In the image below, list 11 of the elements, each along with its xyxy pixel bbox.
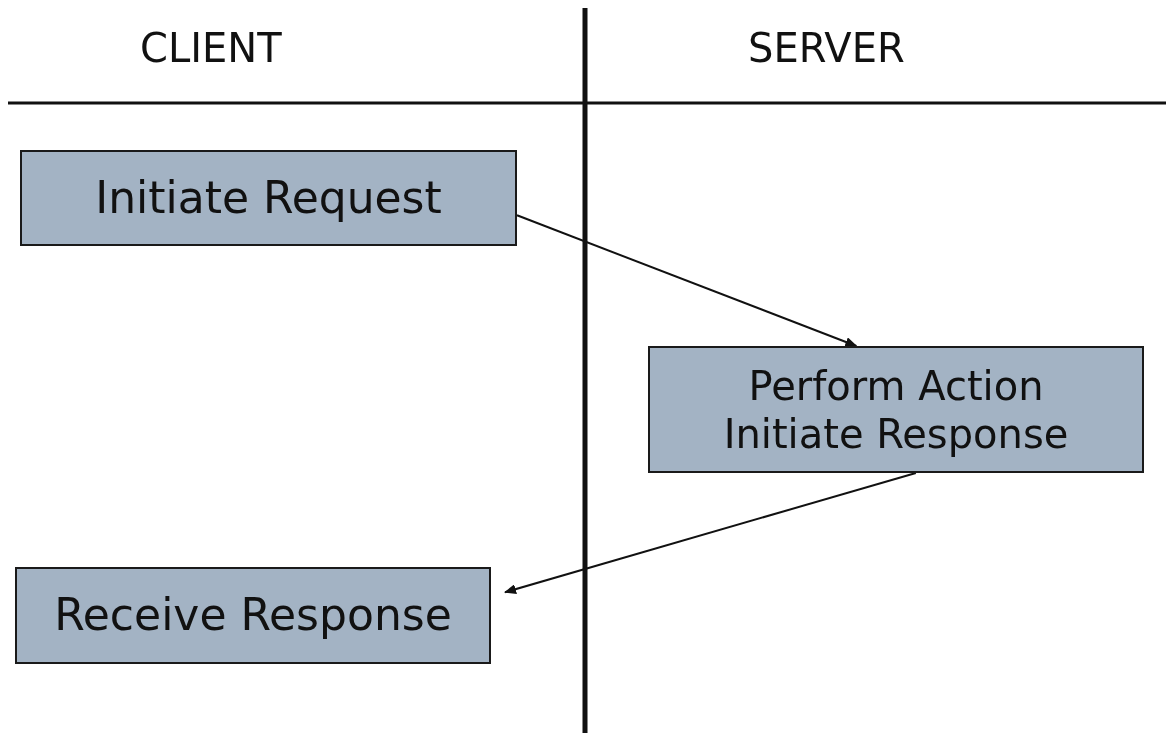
step-text: Perform Action [748, 361, 1044, 410]
process-box [648, 346, 1144, 473]
process-box [15, 567, 491, 664]
step-text: Initiate Response [723, 409, 1069, 458]
arrow [516, 214, 858, 347]
arrow [504, 472, 917, 594]
lane-header: SERVER [748, 25, 905, 71]
step-text: Initiate Request [95, 171, 442, 225]
lane-header: CLIENT [140, 25, 282, 71]
step-text: Receive Response [54, 589, 452, 642]
process-box [20, 150, 517, 246]
